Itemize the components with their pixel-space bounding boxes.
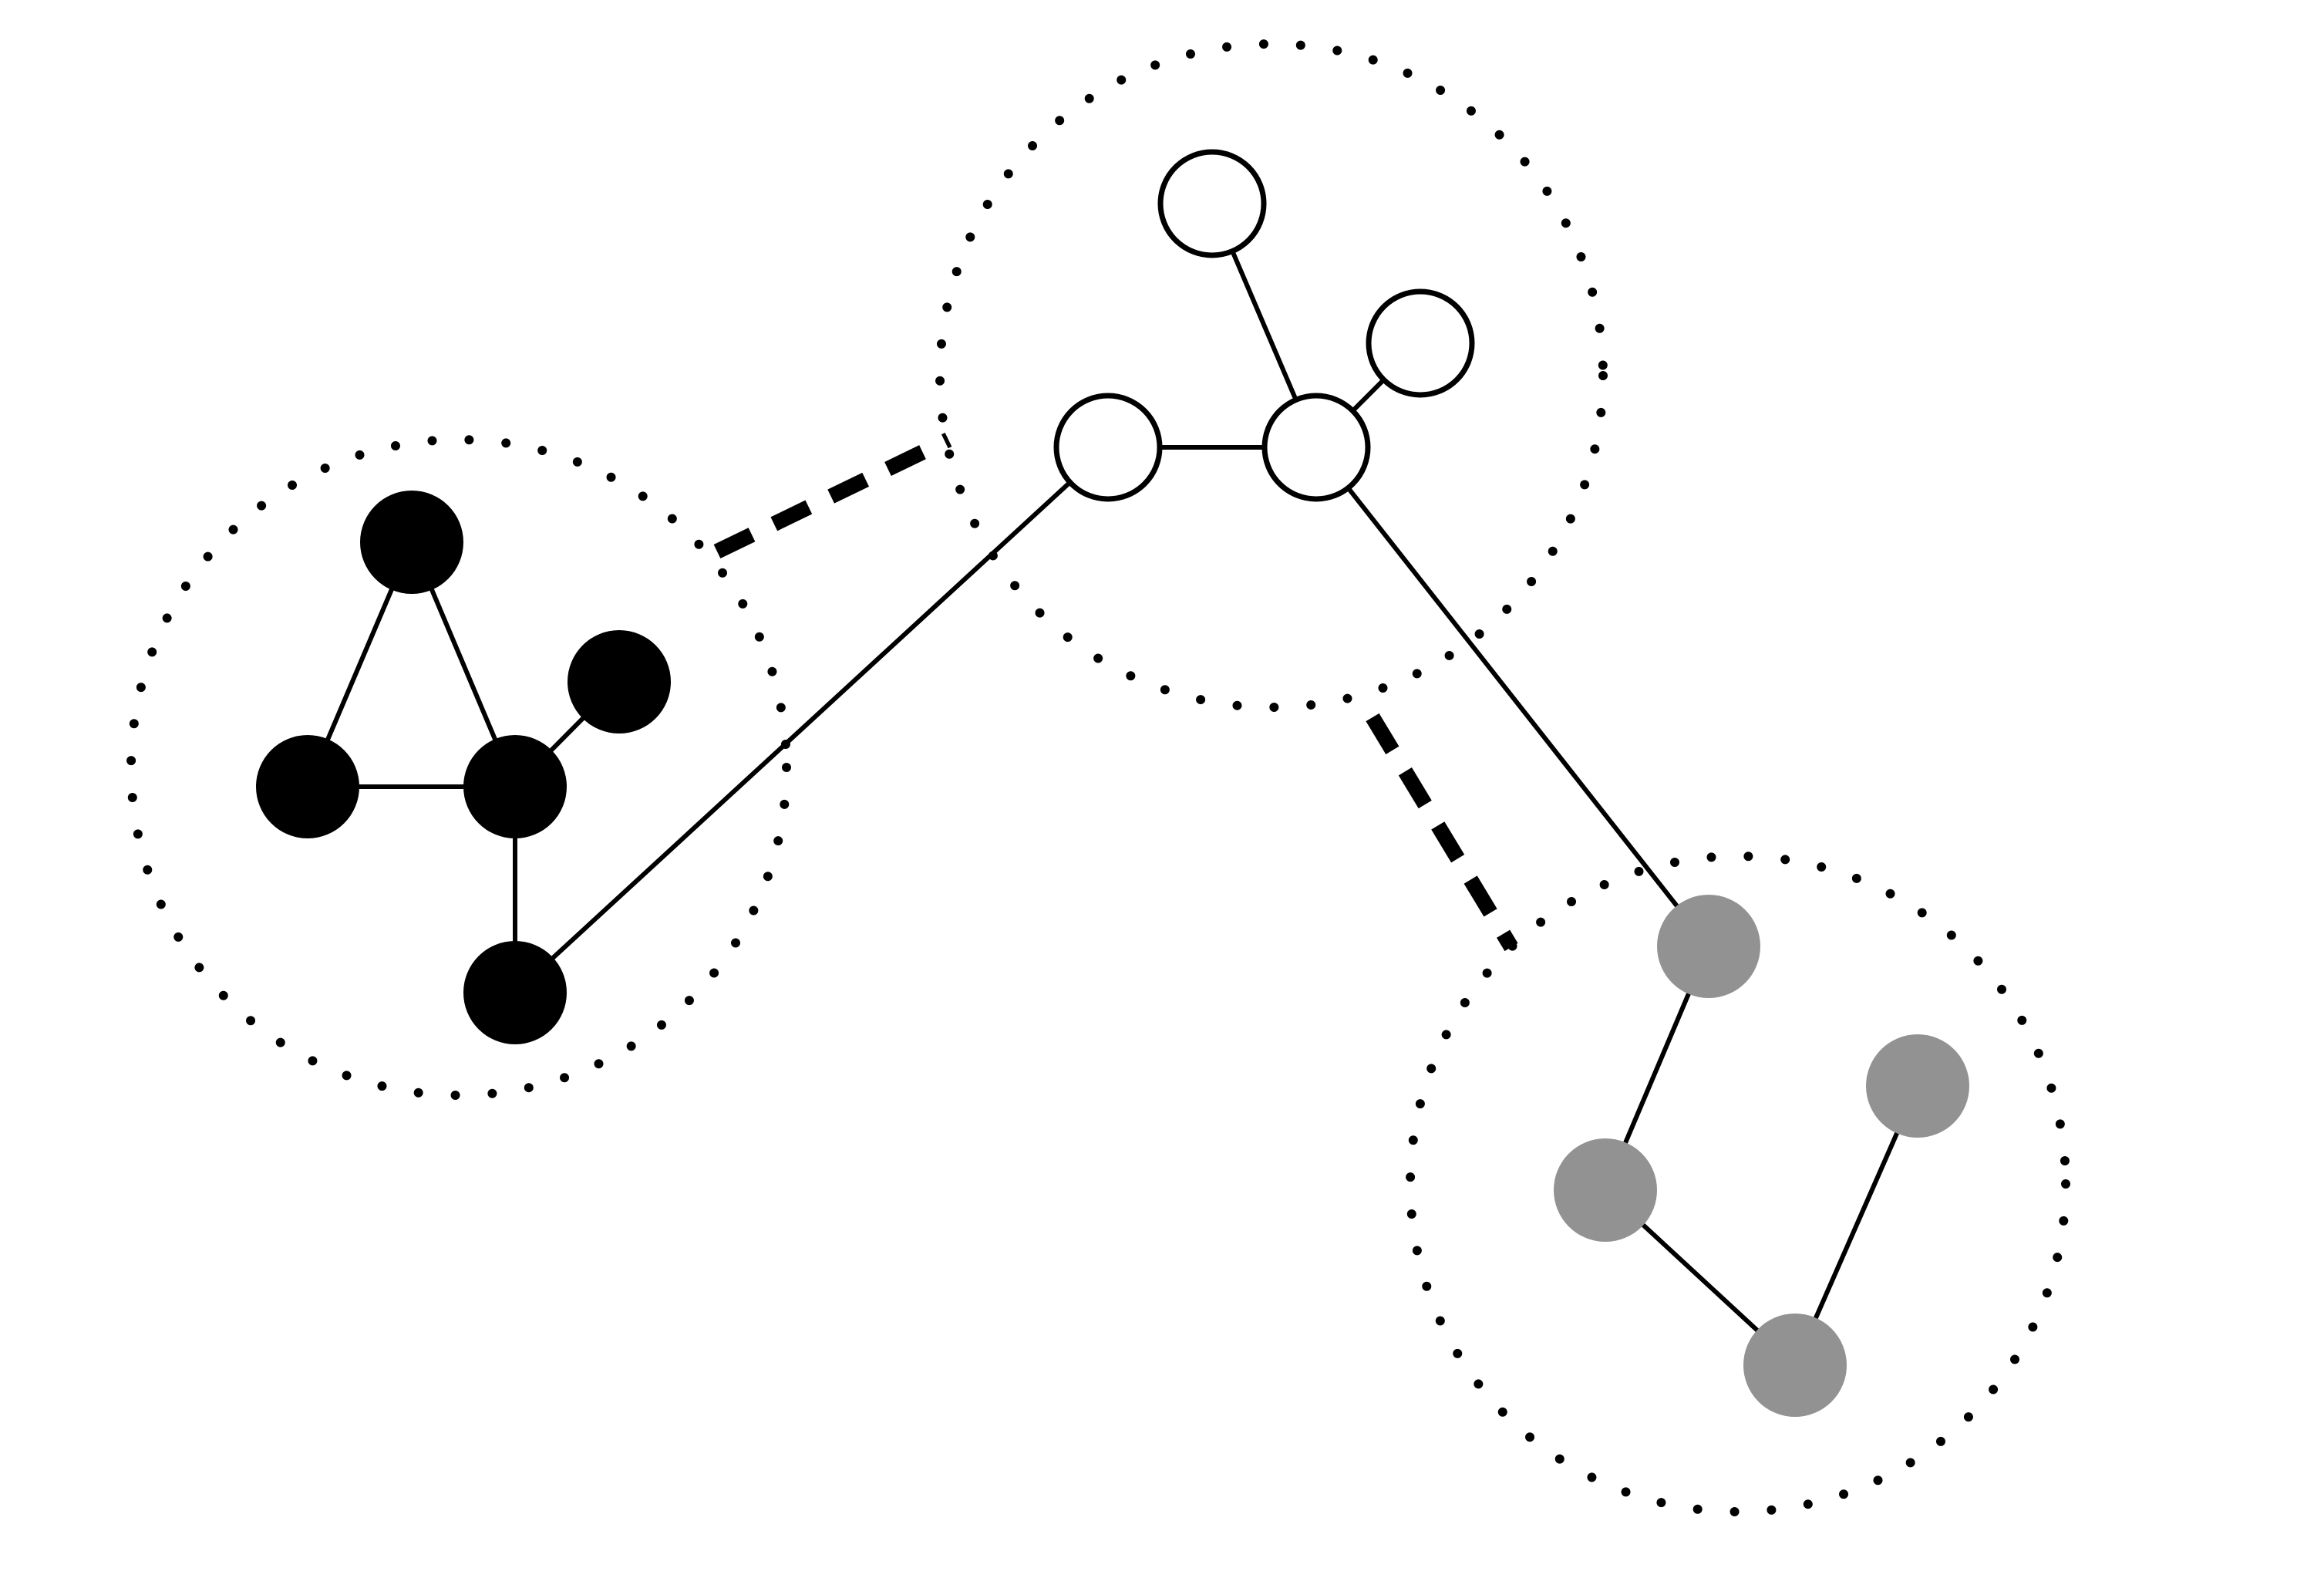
node-g4: [1866, 1034, 1969, 1138]
node-w2: [1366, 288, 1475, 398]
node-layer: [256, 149, 1969, 1417]
cluster-link-layer: [713, 432, 1518, 952]
cluster-layer: [126, 39, 2070, 1516]
node-w4: [1053, 393, 1163, 502]
node-b5: [463, 941, 567, 1044]
edge-w3-g1: [1314, 446, 1711, 948]
node-w1: [1157, 149, 1267, 258]
node-b4: [568, 630, 671, 733]
cluster-gray-boundary: [1406, 852, 2070, 1516]
cluster-link-cluster-white-cluster-gray: [1366, 713, 1518, 952]
edge-b5-w4: [513, 445, 1110, 995]
node-b3: [463, 735, 567, 838]
cluster-link-cluster-black-cluster-white: [713, 432, 952, 559]
node-b2: [256, 735, 359, 838]
cluster-black-boundary: [126, 435, 791, 1100]
cluster-white-boundary: [935, 39, 1608, 712]
node-b1: [360, 491, 463, 594]
node-g3: [1743, 1314, 1847, 1417]
node-g2: [1554, 1138, 1657, 1242]
node-g1: [1657, 895, 1760, 998]
node-w3: [1261, 393, 1371, 502]
